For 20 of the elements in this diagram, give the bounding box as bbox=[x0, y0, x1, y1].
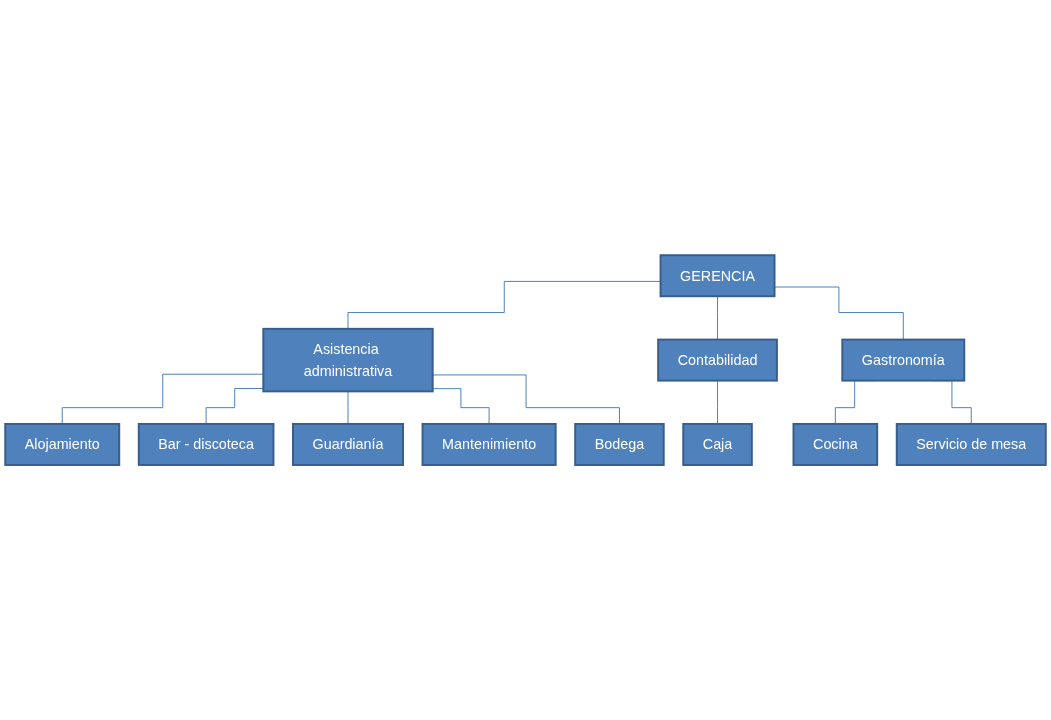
node-box: Guardianía bbox=[292, 422, 404, 466]
connector bbox=[717, 295, 719, 340]
connector bbox=[432, 374, 620, 425]
node-box: Alojamiento bbox=[4, 422, 121, 466]
node-box: Mantenimiento bbox=[421, 422, 557, 466]
connector bbox=[61, 373, 264, 425]
connector bbox=[205, 387, 264, 425]
node-box: Bar - discoteca bbox=[137, 422, 275, 466]
node-box: GERENCIA bbox=[659, 254, 776, 298]
node-box: Contabilidad bbox=[657, 338, 778, 382]
connector bbox=[717, 380, 719, 425]
connector bbox=[774, 286, 904, 340]
node-box: Bodega bbox=[574, 422, 665, 466]
connector bbox=[347, 390, 349, 425]
node-box: Asistencia administrativa bbox=[262, 327, 434, 393]
node-box: Caja bbox=[682, 422, 753, 466]
connector bbox=[432, 388, 490, 425]
node-box: Servicio de mesa bbox=[895, 422, 1047, 466]
node-box: Cocina bbox=[792, 422, 879, 466]
node-box: Gastronomía bbox=[841, 338, 966, 382]
